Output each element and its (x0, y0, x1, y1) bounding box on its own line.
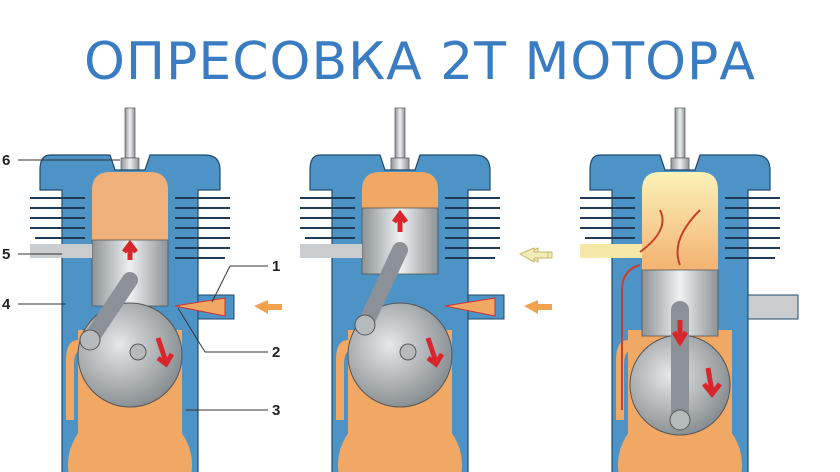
page-title: ОПРЕСОВКА 2Т МОТОРА (84, 32, 756, 92)
label-6: 6 (2, 152, 10, 169)
label-2: 2 (272, 344, 280, 361)
engine-panel-2 (299, 107, 553, 472)
engine-panel-1 (29, 107, 282, 472)
part-labels (18, 159, 268, 411)
engine-panel-3 (518, 107, 799, 472)
label-1: 1 (272, 258, 280, 275)
label-3: 3 (272, 402, 280, 419)
label-5: 5 (2, 246, 10, 263)
label-4: 4 (2, 296, 11, 313)
